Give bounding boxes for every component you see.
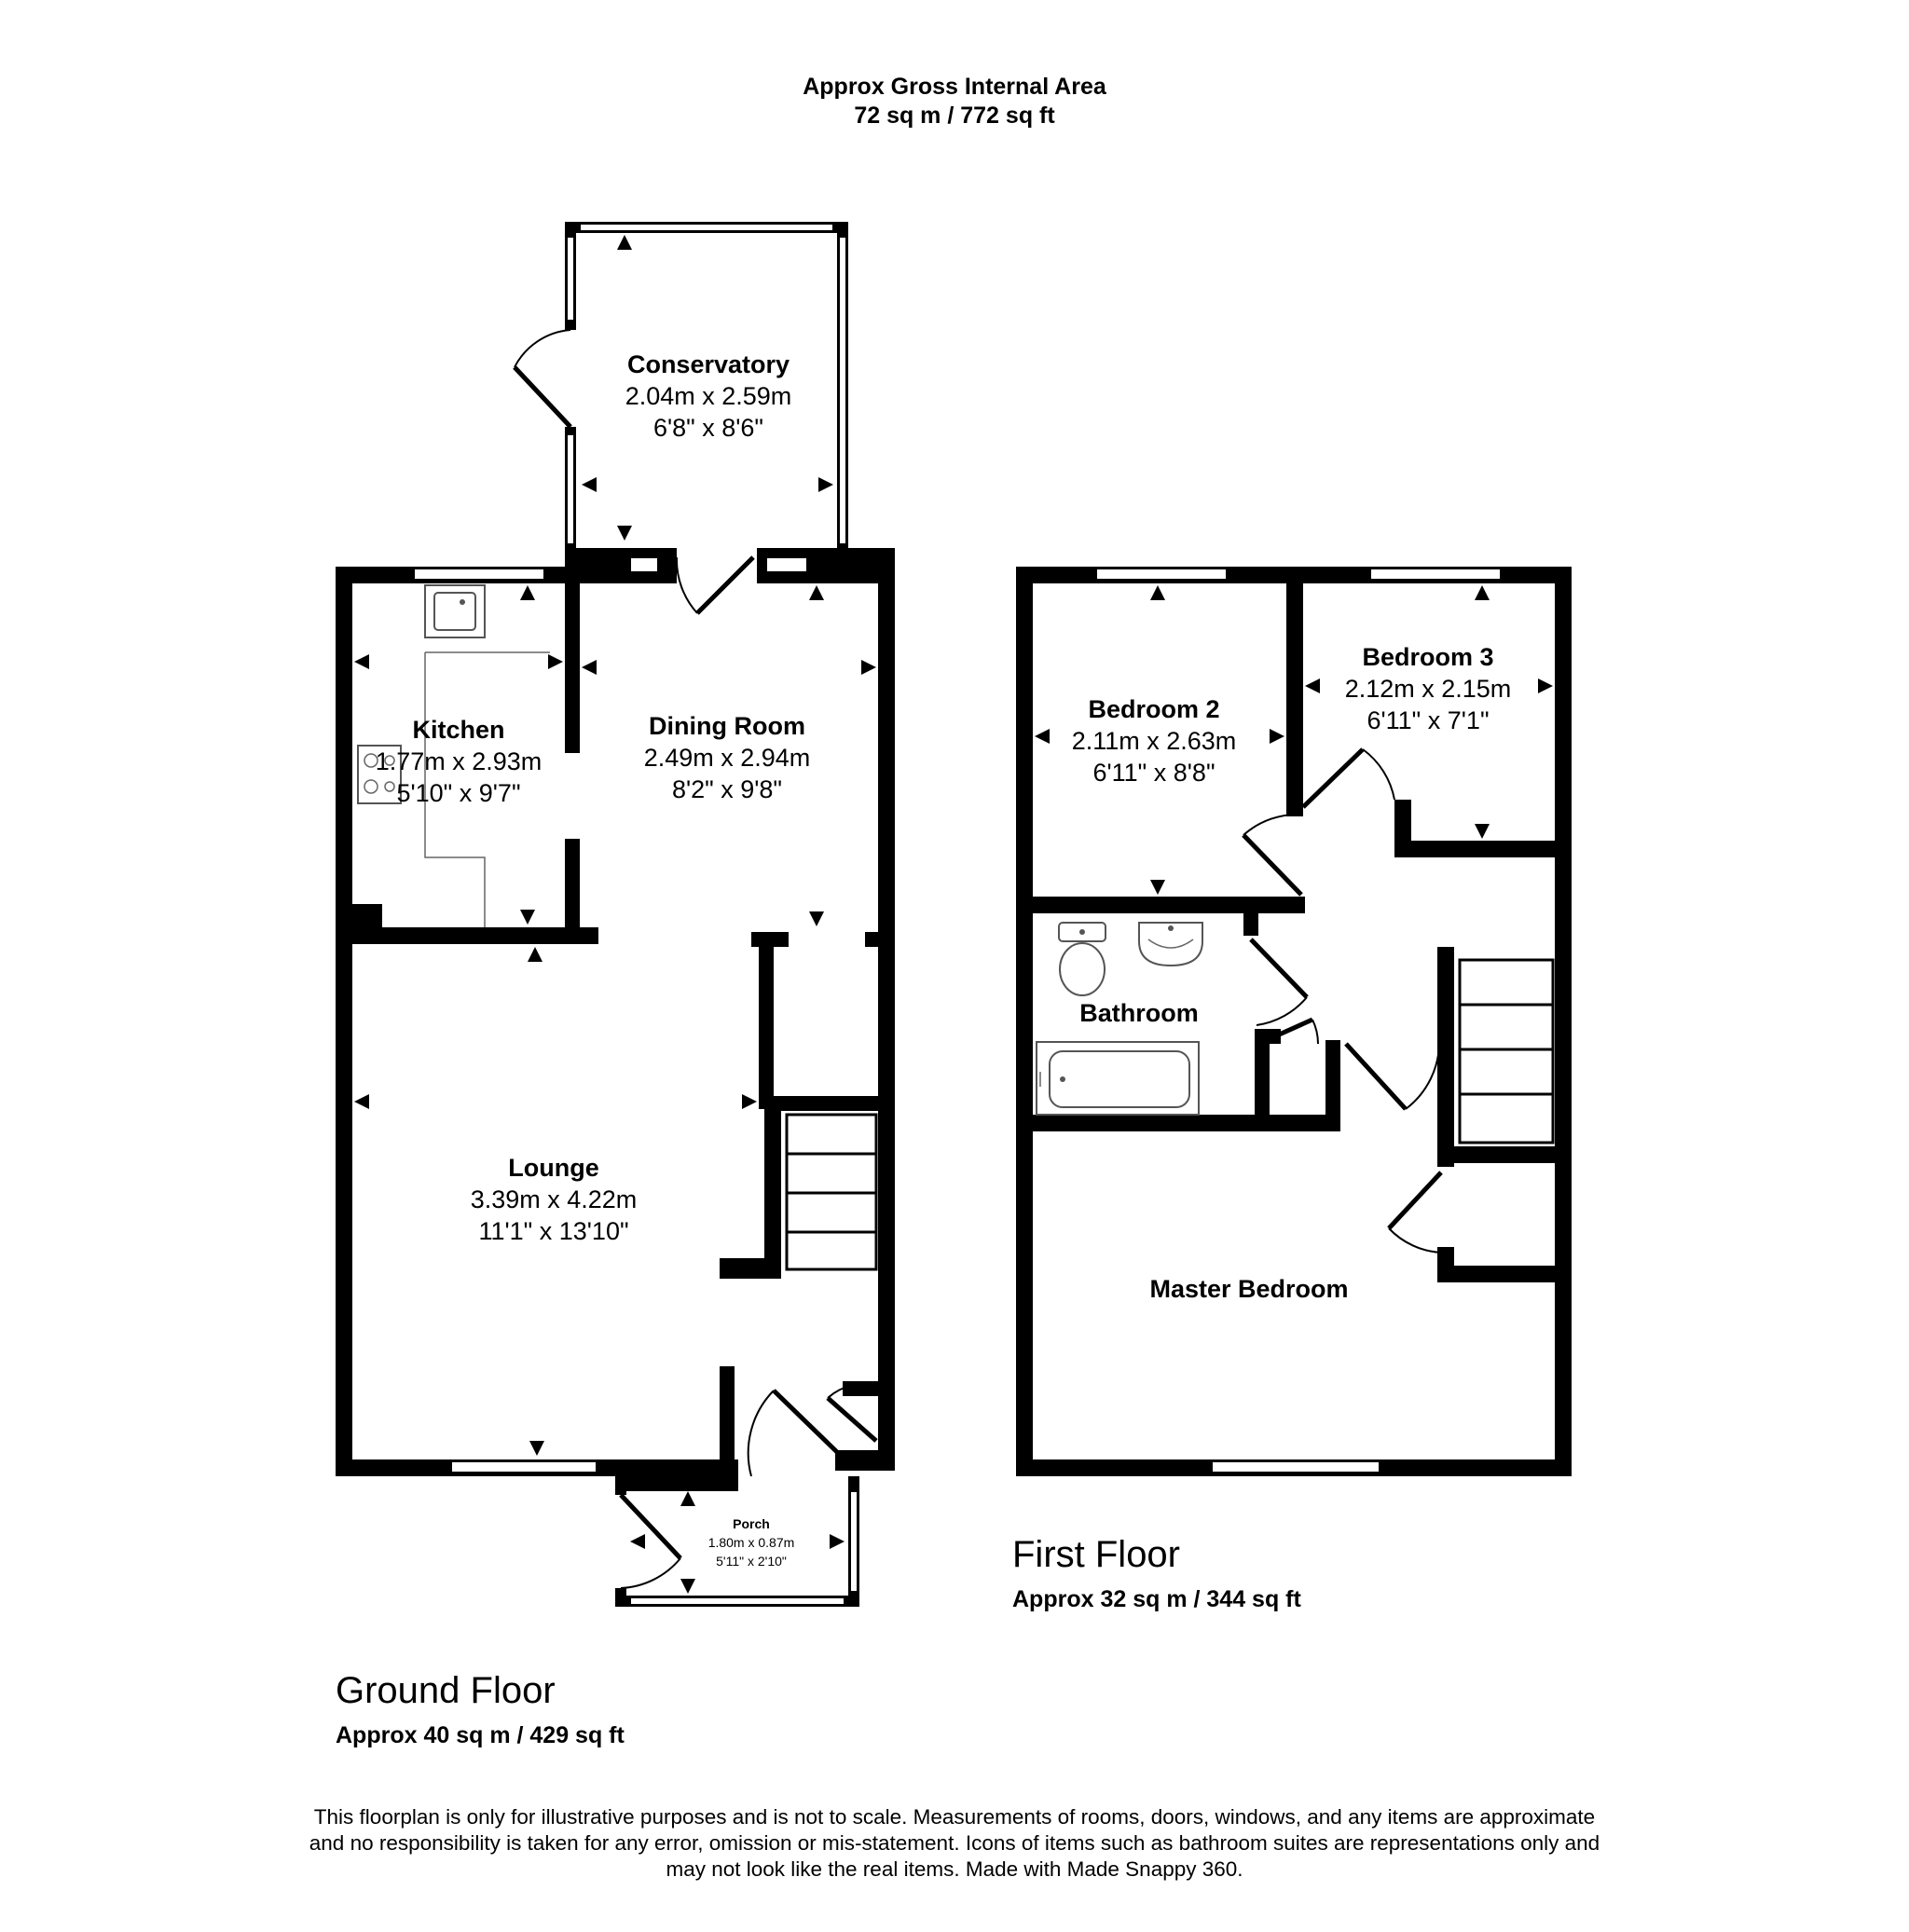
lounge-imperial: 11'1" x 13'10" — [478, 1217, 628, 1245]
conservatory-side-door — [513, 365, 572, 429]
bedroom2-door — [1242, 833, 1303, 897]
disclaimer-line-3: may not look like the real items. Made w… — [666, 1857, 1243, 1881]
bedroom3-door — [1301, 747, 1365, 809]
lounge-window — [450, 1460, 597, 1473]
kitchen-imperial: 5'10" x 9'7" — [396, 779, 520, 807]
bedroom3-name: Bedroom 3 — [1362, 643, 1493, 671]
kitchen-name: Kitchen — [412, 716, 504, 744]
bathroom-door — [1249, 938, 1309, 999]
bedroom3-imperial: 6'11" x 7'1" — [1367, 706, 1489, 734]
hob-icon — [357, 745, 402, 804]
first-floor-plan: Bedroom 2 2.11m x 2.63m 6'11" x 8'8" Bed… — [1016, 567, 1572, 1476]
ground-floor-title: Ground Floor — [336, 1670, 556, 1711]
first-floor-title: First Floor — [1012, 1534, 1180, 1575]
bedroom2-metric: 2.11m x 2.63m — [1072, 727, 1237, 755]
porch-imperial: 5'11" x 2'10" — [716, 1554, 787, 1569]
conservatory-window-top — [579, 223, 834, 232]
bathroom-name: Bathroom — [1079, 999, 1199, 1027]
kitchen-window — [413, 568, 545, 581]
disclaimer: This floorplan is only for illustrative … — [186, 1804, 1723, 1883]
porch-door — [619, 1493, 682, 1560]
porch-window-bottom — [629, 1596, 845, 1606]
dining-imperial: 8'2" x 9'8" — [672, 775, 782, 803]
cupboard-door — [1387, 1171, 1443, 1230]
porch-metric: 1.80m x 0.87m — [708, 1535, 795, 1550]
header-area: 72 sq m / 772 sq ft — [854, 103, 1055, 129]
conservatory-imperial: 6'8" x 8'6" — [653, 414, 763, 442]
ground-floor-area: Approx 40 sq m / 429 sq ft — [336, 1722, 625, 1748]
header: Approx Gross Internal Area 72 sq m / 772… — [0, 73, 1909, 130]
toilet-icon — [1058, 922, 1106, 996]
dining-metric: 2.49m x 2.94m — [644, 744, 811, 772]
lounge-name: Lounge — [508, 1154, 598, 1182]
front-door — [772, 1389, 841, 1456]
lounge-metric: 3.39m x 4.22m — [471, 1185, 638, 1213]
master-bedroom-name: Master Bedroom — [1149, 1275, 1348, 1303]
dining-name: Dining Room — [649, 712, 805, 740]
dining-conservatory-door — [695, 555, 755, 615]
first-floor-area: Approx 32 sq m / 344 sq ft — [1012, 1586, 1301, 1612]
disclaimer-line-2: and no responsibility is taken for any e… — [309, 1831, 1600, 1855]
disclaimer-line-1: This floorplan is only for illustrative … — [313, 1805, 1596, 1829]
ground-floor-plan: Conservatory 2.04m x 2.59m 6'8" x 8'6" K… — [336, 222, 895, 1607]
bath-icon — [1036, 1041, 1200, 1116]
first-floor-stairs — [1458, 958, 1555, 1144]
bedroom2-imperial: 6'11" x 8'8" — [1092, 759, 1215, 787]
porch-name: Porch — [733, 1516, 770, 1531]
bedroom2-window — [1095, 568, 1228, 581]
conservatory-metric: 2.04m x 2.59m — [625, 382, 792, 410]
master-window — [1211, 1460, 1380, 1473]
landing-door — [1344, 1042, 1408, 1111]
conservatory-name: Conservatory — [627, 350, 790, 378]
basin-icon — [1138, 922, 1203, 967]
bedroom3-window — [1369, 568, 1502, 581]
kitchen-metric: 1.77m x 2.93m — [376, 747, 542, 775]
bedroom3-metric: 2.12m x 2.15m — [1345, 675, 1512, 703]
bedroom2-name: Bedroom 2 — [1088, 695, 1219, 723]
header-title: Approx Gross Internal Area — [803, 74, 1106, 100]
